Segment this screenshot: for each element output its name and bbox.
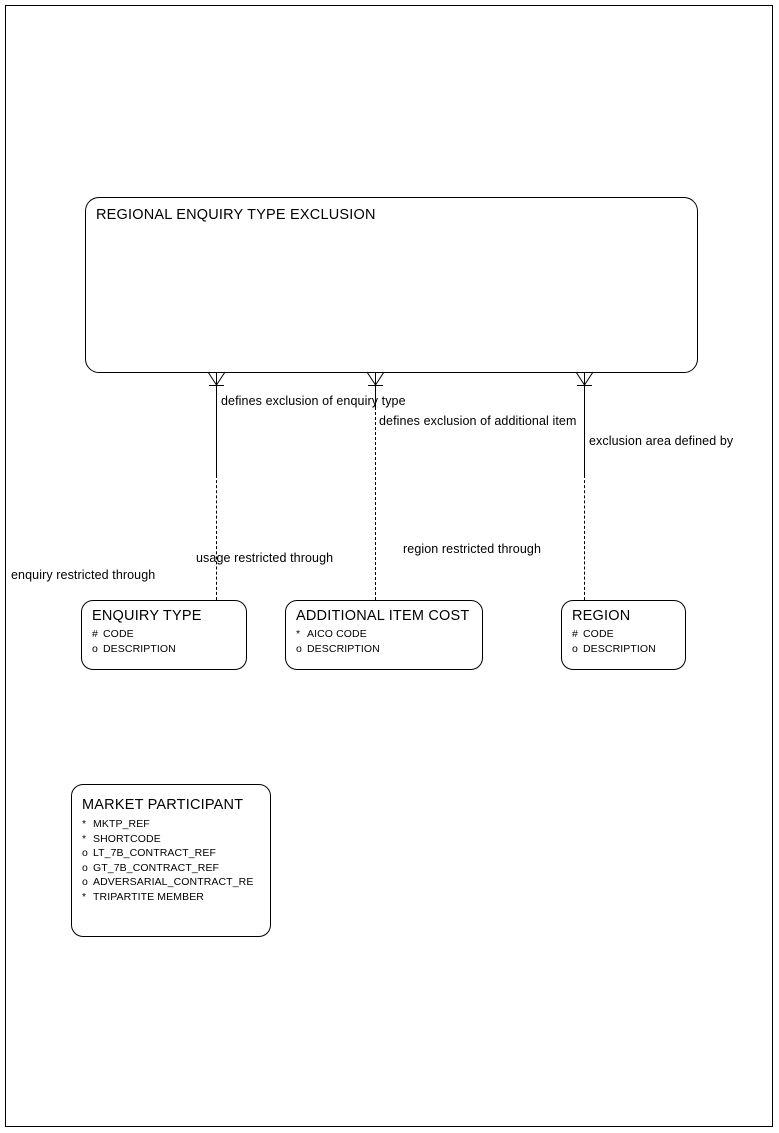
attribute-row: * AICO CODE (296, 627, 380, 642)
attribute-name: SHORTCODE (93, 832, 161, 845)
entity-title: ENQUIRY TYPE (92, 608, 202, 624)
attribute-name: TRIPARTITE MEMBER (93, 890, 204, 903)
entity-title: ADDITIONAL ITEM COST (296, 608, 470, 624)
attribute-list: # CODE o DESCRIPTION (92, 627, 176, 656)
entity-market-participant[interactable]: MARKET PARTICIPANT * MKTP_REF * SHORTCODE … (71, 784, 271, 937)
entity-regional-enquiry-type-exclusion[interactable]: REGIONAL ENQUIRY TYPE EXCLUSION (85, 197, 698, 373)
attribute-name: DESCRIPTION (103, 642, 176, 655)
attribute-row: o DESCRIPTION (296, 642, 380, 657)
connector-additional-item-dashed (375, 407, 376, 600)
attribute-name: DESCRIPTION (307, 642, 380, 655)
attribute-name: ADVERSARIAL_CONTRACT_RE (93, 876, 254, 889)
relationship-label-enquiry-restricted-through: enquiry restricted through (11, 568, 156, 582)
relationship-label-region-restricted-through: region restricted through (403, 542, 541, 556)
attribute-name: DESCRIPTION (583, 642, 656, 655)
attribute-row: o DESCRIPTION (572, 642, 656, 657)
connector-additional-item-solid (375, 385, 376, 407)
relationship-label-usage-restricted-through: usage restricted through (196, 551, 334, 565)
attribute-row: * SHORTCODE (82, 832, 253, 847)
attribute-marker: # (92, 628, 98, 640)
attribute-row: # CODE (572, 627, 656, 642)
attribute-marker: o (92, 642, 98, 655)
connector-enquiry-type-dashed (216, 475, 217, 600)
entity-title: REGION (572, 608, 631, 624)
attribute-marker: # (572, 628, 578, 640)
attribute-marker: * (82, 890, 87, 903)
attribute-marker: * (82, 832, 87, 845)
attribute-row: o DESCRIPTION (92, 642, 176, 657)
crowsfoot-icon-enquiry-type (207, 371, 226, 386)
attribute-name: AICO CODE (307, 628, 367, 640)
connector-enquiry-type-solid (216, 385, 217, 475)
attribute-row: o GT_7B_CONTRACT_REF (82, 861, 253, 876)
attribute-marker: o (82, 876, 88, 889)
attribute-marker: o (296, 642, 302, 655)
relationship-label-defines-exclusion-of-enquiry-type: defines exclusion of enquiry type (221, 394, 406, 408)
relationship-label-defines-exclusion-of-additional-item: defines exclusion of additional item (379, 414, 577, 428)
attribute-row: o LT_7B_CONTRACT_REF (82, 846, 253, 861)
attribute-row: # CODE (92, 627, 176, 642)
entity-enquiry-type[interactable]: ENQUIRY TYPE # CODE o DESCRIPTION (81, 600, 247, 670)
attribute-row: o ADVERSARIAL_CONTRACT_RE (82, 875, 253, 890)
connector-region-dashed (584, 475, 585, 600)
attribute-marker: o (82, 847, 88, 860)
attribute-name: LT_7B_CONTRACT_REF (93, 847, 216, 860)
attribute-marker: * (296, 628, 301, 640)
attribute-name: MKTP_REF (93, 818, 150, 830)
entity-region[interactable]: REGION # CODE o DESCRIPTION (561, 600, 686, 670)
attribute-list: # CODE o DESCRIPTION (572, 627, 656, 656)
attribute-list: * MKTP_REF * SHORTCODE o LT_7B_CONTRACT_REF… (82, 817, 253, 905)
connector-region-solid (584, 385, 585, 475)
attribute-list: * AICO CODE o DESCRIPTION (296, 627, 380, 656)
relationship-label-exclusion-area-defined-by: exclusion area defined by (589, 434, 734, 448)
attribute-name: CODE (103, 628, 134, 640)
attribute-marker: * (82, 818, 87, 830)
attribute-marker: o (572, 642, 578, 655)
attribute-name: CODE (583, 628, 614, 640)
attribute-marker: o (82, 861, 88, 874)
entity-additional-item-cost[interactable]: ADDITIONAL ITEM COST * AICO CODE o DESCRIP… (285, 600, 483, 670)
entity-title: MARKET PARTICIPANT (82, 797, 244, 813)
entity-title: REGIONAL ENQUIRY TYPE EXCLUSION (96, 207, 376, 223)
attribute-name: GT_7B_CONTRACT_REF (93, 861, 220, 874)
page-border (5, 5, 773, 1127)
attribute-row: * TRIPARTITE MEMBER (82, 890, 253, 905)
attribute-row: * MKTP_REF (82, 817, 253, 832)
crowsfoot-icon-additional-item-cost (366, 371, 385, 386)
